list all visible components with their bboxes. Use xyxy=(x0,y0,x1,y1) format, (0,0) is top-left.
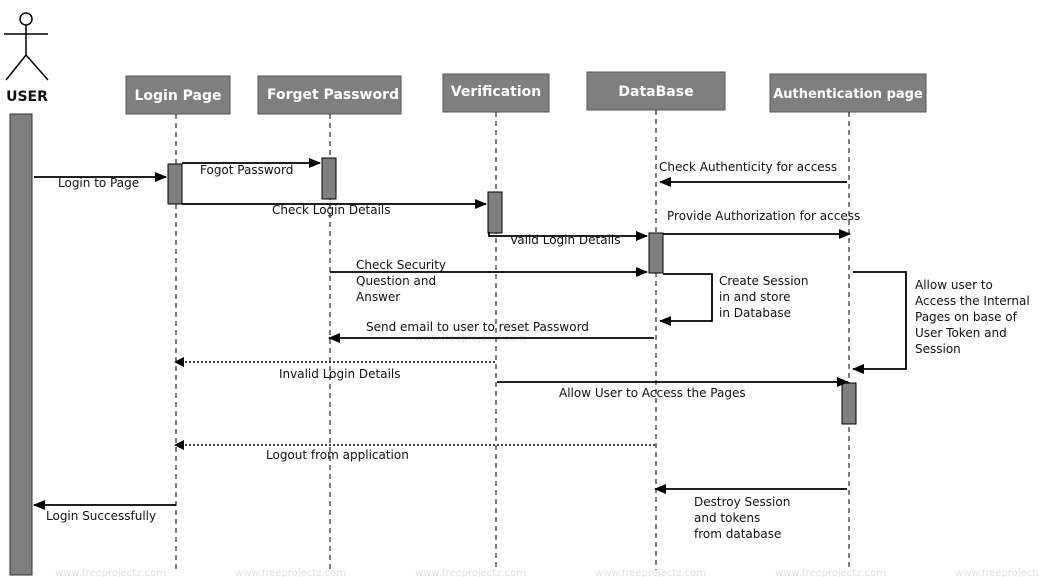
watermark: www.freeprojectz.com xyxy=(235,568,346,577)
login-page-label: Login Page xyxy=(134,88,221,104)
message-label: Destroy Session xyxy=(694,495,790,509)
message-label: Login Successfully xyxy=(46,509,156,523)
watermark: www.freeprojectz.com xyxy=(955,568,1039,577)
message-allow-internal-access xyxy=(852,271,907,374)
watermark: www.freeprojectz.com xyxy=(55,568,166,577)
login-page-activation xyxy=(167,163,183,205)
lifeline-authentication-page: Authentication page xyxy=(769,73,927,570)
message-label: Answer xyxy=(356,290,400,304)
message-label: Create Session xyxy=(719,274,808,288)
message-create-session xyxy=(659,273,713,326)
authentication-activation xyxy=(841,382,857,425)
login-page-box xyxy=(125,75,231,115)
message-label: Provide Authorization for access xyxy=(667,209,860,223)
forget-password-activation xyxy=(321,157,337,200)
message-label: Allow User to Access the Pages xyxy=(559,386,746,400)
message-label: Valid Login Details xyxy=(510,233,621,247)
message-label: Logout from application xyxy=(266,448,409,462)
message-label: User Token and xyxy=(915,326,1007,340)
user-actor: USER xyxy=(4,12,49,105)
database-box xyxy=(586,71,726,111)
message-label: Pages on base of xyxy=(915,310,1018,324)
watermark: www.freeprojectz.com xyxy=(595,568,706,577)
authentication-page-label: Authentication page xyxy=(773,87,923,102)
lifeline-forget-password: Forget Password xyxy=(257,75,402,570)
message-label: Fogot Password xyxy=(200,163,293,177)
actor-label: USER xyxy=(6,89,48,105)
verification-activation xyxy=(487,191,503,234)
message-label: Login to Page xyxy=(58,176,139,190)
watermark: www.freeprojectz.com xyxy=(775,568,886,577)
message-label: in Database xyxy=(719,306,791,320)
watermark: www.freeprojectz.com xyxy=(415,568,526,577)
message-label: Send email to user to reset Password xyxy=(366,320,589,334)
database-activation xyxy=(648,232,664,274)
database-label: DataBase xyxy=(618,84,693,100)
forget-password-label: Forget Password xyxy=(267,87,399,103)
message-label: from database xyxy=(694,527,781,541)
authentication-page-box xyxy=(769,73,927,113)
message-label: Session xyxy=(915,342,961,356)
message-label: Allow user to xyxy=(915,278,993,292)
message-label: in and store xyxy=(719,290,791,304)
message-valid-login-details xyxy=(488,231,648,241)
message-label: Access the Internal xyxy=(915,294,1030,308)
message-label: Check Security xyxy=(356,258,446,272)
message-label: Check Authenticity for access xyxy=(659,160,837,174)
verification-box xyxy=(442,73,550,113)
message-label: Question and xyxy=(356,274,436,288)
lifeline-database: DataBase xyxy=(586,71,726,570)
user-activation-bar xyxy=(9,113,33,576)
lifeline-verification: Verification xyxy=(442,73,550,570)
lifeline-login-page: Login Page xyxy=(125,75,231,570)
message-label: Invalid Login Details xyxy=(279,367,401,381)
message-label: Check Login Details xyxy=(272,203,391,217)
verification-label: Verification xyxy=(451,84,541,100)
actor-head-icon xyxy=(19,12,33,26)
message-label: and tokens xyxy=(694,511,760,525)
